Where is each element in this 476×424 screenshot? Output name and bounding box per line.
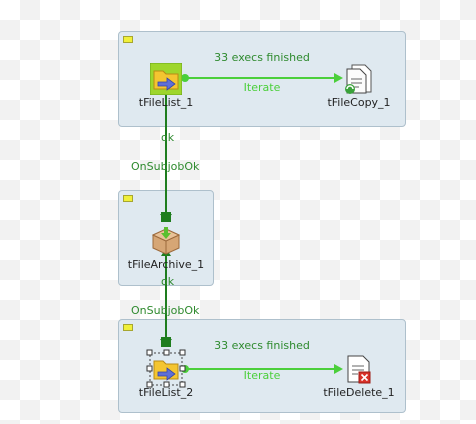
- collapse-subjob-1-button[interactable]: [123, 36, 133, 43]
- tfilearchive-1-label: tFileArchive_1: [127, 258, 205, 271]
- iterate-link-1[interactable]: [181, 73, 343, 83]
- tfilecopy-1-component[interactable]: [343, 63, 375, 95]
- ok-label-2: ok: [161, 275, 175, 288]
- tfilelist-2-label: tFileList_2: [138, 386, 194, 399]
- archive-box-icon: [151, 227, 181, 255]
- tfilearchive-1-component[interactable]: [150, 224, 182, 256]
- collapse-subjob-2-button[interactable]: [123, 195, 133, 202]
- folder-arrow-icon: [153, 360, 179, 381]
- tfilelist-1-component[interactable]: [149, 62, 183, 96]
- exec-status-label-2: 33 execs finished: [214, 339, 310, 352]
- tfilelist-1-label: tFileList_1: [138, 96, 194, 109]
- iterate-label-2: Iterate: [243, 369, 281, 382]
- tfiledelete-1-component[interactable]: [343, 353, 375, 385]
- tfilecopy-1-label: tFileCopy_1: [327, 96, 391, 109]
- onsubjobok-label-2: OnSubjobOk: [131, 304, 200, 317]
- tfilelist-2-component[interactable]: [150, 353, 182, 385]
- file-copy-icon: [345, 64, 372, 94]
- folder-arrow-icon: [149, 62, 183, 96]
- collapse-subjob-3-button[interactable]: [123, 324, 133, 331]
- iterate-label-1: Iterate: [243, 81, 281, 94]
- tfiledelete-1-label: tFileDelete_1: [323, 386, 395, 399]
- onsubjobok-label-1: OnSubjobOk: [131, 160, 200, 173]
- ok-label-1: ok: [161, 131, 175, 144]
- file-delete-icon: [347, 355, 371, 384]
- exec-status-label-1: 33 execs finished: [214, 51, 310, 64]
